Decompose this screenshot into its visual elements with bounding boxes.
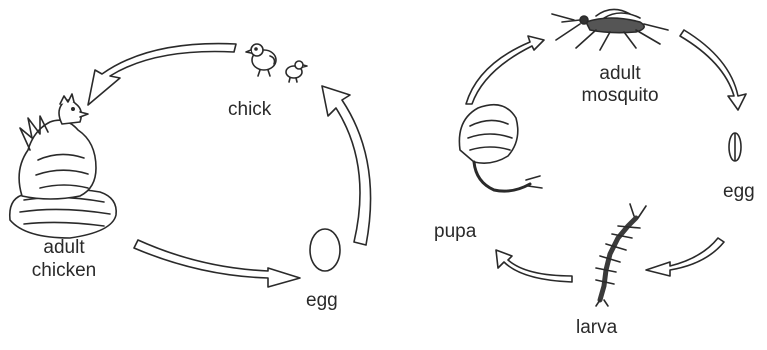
label-adult-mosquito-line2: mosquito [560,84,680,107]
label-mosquito-egg: egg [723,180,755,203]
label-pupa: pupa [434,220,476,243]
pupa-illustration [459,105,542,191]
adult-chicken-illustration [10,94,116,238]
label-adult-chicken-line2: chicken [14,259,114,282]
larva-illustration [596,204,646,306]
label-chicken-egg: egg [306,289,338,312]
arrow-chick-to-adult-chicken [88,44,236,105]
chicken-egg-illustration [310,229,340,271]
mosquito-egg-illustration [729,133,741,161]
arrow-larva-to-pupa [496,250,572,282]
label-chick: chick [228,98,271,121]
label-adult-chicken-line1: adult [14,236,114,259]
label-larva: larva [576,316,617,339]
arrow-pupa-to-adult-mosquito [466,36,544,104]
arrow-adult-chicken-to-egg [134,240,300,287]
arrow-egg-to-larva [646,238,724,276]
arrow-adult-mosquito-to-egg [680,30,746,110]
adult-mosquito-illustration [552,9,668,50]
label-adult-mosquito-line1: adult [560,62,680,85]
chick-illustration [246,44,307,82]
arrow-egg-to-chick [322,86,371,245]
